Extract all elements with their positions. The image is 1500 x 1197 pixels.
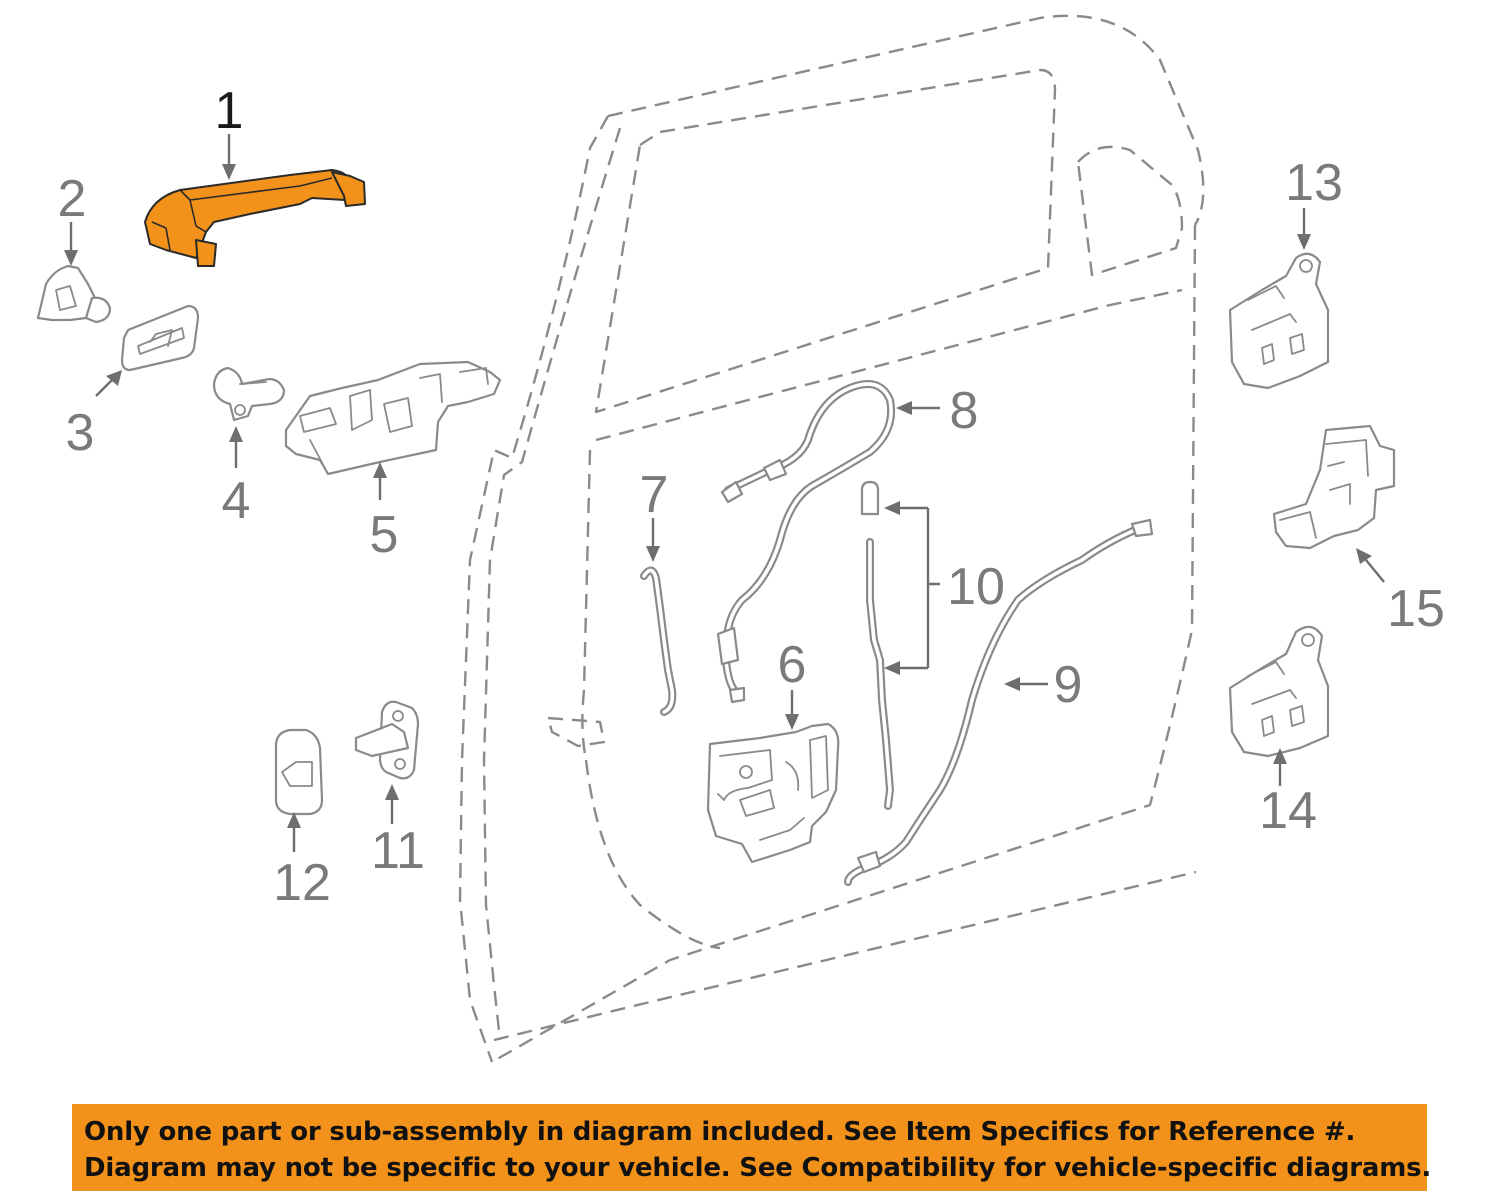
- callout-10: 10: [947, 558, 1005, 616]
- handle-bracket[interactable]: [284, 360, 502, 476]
- callout-4: 4: [222, 472, 251, 530]
- callout-13: 13: [1285, 154, 1343, 212]
- upper-door-hinge[interactable]: [1228, 252, 1330, 390]
- parts-diagram: 1 2 3 4 5 6 7 8 9 10 11 12 13 14 15: [36, 14, 1445, 1064]
- callout-11: 11: [371, 822, 425, 880]
- door-latch[interactable]: [706, 722, 840, 864]
- callout-1: 1: [215, 82, 244, 140]
- disclaimer-line-2: Diagram may not be specific to your vehi…: [84, 1153, 1432, 1183]
- callout-15: 15: [1387, 580, 1445, 638]
- lock-cylinder[interactable]: [212, 366, 286, 422]
- callout-9: 9: [1054, 656, 1083, 714]
- callout-leaders: [64, 134, 1385, 852]
- door-outline: [458, 14, 1205, 1064]
- callout-8: 8: [950, 382, 979, 440]
- lock-rod-and-clip[interactable]: [860, 480, 895, 810]
- door-striker[interactable]: [354, 700, 420, 780]
- lock-rod[interactable]: [640, 566, 677, 716]
- outside-door-handle[interactable]: [144, 169, 366, 267]
- striker-cover[interactable]: [274, 728, 324, 816]
- callout-14: 14: [1259, 782, 1317, 840]
- disclaimer-banner: Only one part or sub-assembly in diagram…: [72, 1104, 1432, 1191]
- lower-door-hinge[interactable]: [1228, 625, 1330, 758]
- callout-numbers: 1 2 3 4 5 6 7 8 9 10 11 12 13 14 15: [58, 82, 1445, 912]
- inside-handle-cable[interactable]: [716, 380, 895, 704]
- callout-12: 12: [273, 854, 331, 912]
- callout-7: 7: [640, 466, 669, 524]
- callout-3: 3: [66, 404, 95, 462]
- callout-6: 6: [778, 636, 807, 694]
- callout-5: 5: [370, 506, 399, 564]
- callout-2: 2: [58, 170, 87, 228]
- disclaimer-line-1: Only one part or sub-assembly in diagram…: [84, 1117, 1356, 1147]
- door-check-link[interactable]: [1272, 424, 1396, 550]
- handle-end-cap[interactable]: [36, 264, 112, 324]
- handle-gasket[interactable]: [120, 304, 200, 372]
- lock-cable[interactable]: [844, 518, 1154, 886]
